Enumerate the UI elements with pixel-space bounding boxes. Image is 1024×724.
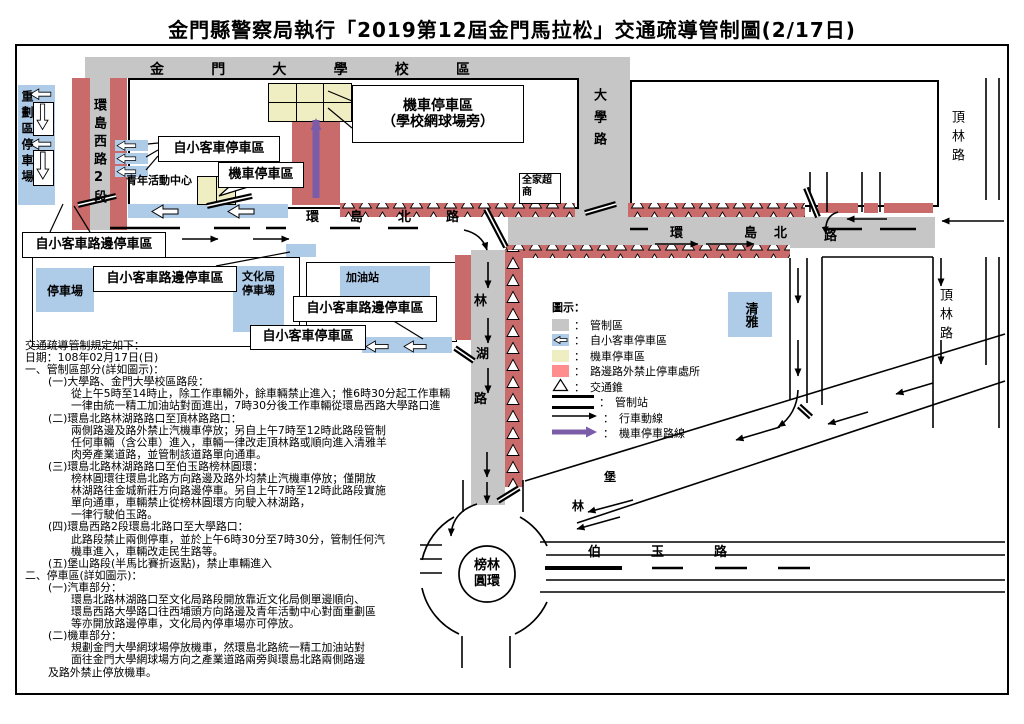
legend-item-car-parking: ：自小客車停車區: [552, 333, 700, 349]
control-station-icon: [552, 395, 594, 410]
parking-lot-label: 停車場: [46, 283, 83, 298]
noparking-segment: [818, 203, 858, 213]
rules-line: 面往金門大學網球場方向之產業道路兩旁與環島北路兩側路邊: [71, 653, 366, 667]
rules-line: 一律由統一精工加油站對面進出，7時30分後工作車輛從環島西路大學路口進: [71, 399, 441, 413]
hdb-east-char: 北: [774, 226, 788, 241]
tennis-court-moto-parking-grid: [268, 83, 352, 122]
roundabout-name: 榜林 圓環: [473, 558, 500, 589]
linhu-road: [471, 250, 505, 505]
noparking-segment: [884, 203, 933, 213]
hdb-east-char: 環: [670, 226, 684, 241]
label-car-parking-zone-2: 自小客車停車區: [250, 325, 366, 350]
rules-line: (五)堡山路段(半馬比賽折返點)，禁止車輛進入: [48, 556, 272, 570]
campus-inner-noparking-strip: [292, 112, 340, 205]
rules-line: (四)環島西路2段環島北路口至大學路口：: [48, 520, 249, 534]
hdb-west-char: 環: [306, 210, 320, 225]
car-parking-strip: [115, 140, 148, 151]
hdb-west-char: 島: [350, 210, 364, 225]
legend-item-traffic-cone: ：交通錐: [552, 378, 700, 395]
boyu-char: 玉: [651, 545, 665, 560]
rezoning-lane-box: [33, 150, 54, 186]
xihuan-west-noparking-strip: [72, 78, 90, 230]
hdb-west-char: 北: [398, 210, 412, 225]
northeast-block: [630, 80, 939, 207]
lin-char: 林: [572, 499, 585, 513]
hdb-east-char: 路: [824, 229, 838, 244]
label-car-parking-zone: 自小客車停車區: [158, 136, 280, 162]
rules-line: 兩側路邊及路外禁止汽機車停放；另自上午7時至12時此路段管制: [71, 423, 386, 437]
label-roadside-parking-1: 自小客車路邊停車區: [22, 232, 166, 258]
youth-center-name: 青年活動中心: [126, 174, 192, 187]
cultural-bureau-parking-area: 文化局 停車場: [233, 266, 284, 332]
rezoning-lane-box: [33, 102, 54, 136]
traffic-flow-icon: [552, 411, 598, 424]
bao-char: 堡: [604, 470, 617, 484]
legend: 圖示： ：管制區 ：自小客車停車區 ：機車停車區 ：路邊路外禁止停車處所 ：交通…: [552, 299, 700, 441]
label-moto-parking-zone: 機車停車區: [218, 162, 304, 188]
legend-item-control-zone: ：管制區: [552, 317, 700, 333]
cultural-bureau-label-line1: 文化局: [242, 270, 275, 283]
linhu-west-noparking-strip: [455, 255, 471, 340]
legend-item-moto-parking: ：機車停車區: [552, 348, 700, 364]
car-parking-strip: [115, 153, 148, 164]
huandao-north-road-east: [508, 217, 935, 248]
rezoning-parking-name: 重劃區停車場: [20, 90, 34, 186]
linhu-char: 林: [474, 294, 488, 309]
page-title: 金門縣警察局執行「2019第12屆金門馬拉松」交通疏導管制圖(2/17日): [168, 18, 856, 42]
linhu-char: 路: [474, 392, 488, 407]
cultural-bureau-label-line2: 停車場: [242, 284, 275, 298]
gas-station-area: 加油站: [340, 266, 430, 300]
noparking-segment: [864, 203, 878, 213]
legend-item-traffic-flow: ：行車動線: [552, 410, 700, 426]
roadside-parking-strip: [128, 204, 288, 218]
dinglin-road-name-bottom: 頂林路: [937, 288, 952, 345]
qingya-label: 清雅: [742, 301, 758, 328]
moto-route-icon: [552, 426, 598, 441]
rules-line: 及路外禁止停放機車。: [48, 665, 157, 679]
rules-line: (二)環島北路林湖路路口至頂林路路口：: [48, 411, 242, 425]
traffic-cone-icon: [552, 378, 569, 395]
hdb-east-char: 島: [744, 226, 758, 241]
rules-line: 機車進入，車輛改走民生路等。: [71, 544, 224, 558]
qingya-area: 清雅: [728, 292, 772, 337]
moto-parking-swatch: [552, 349, 569, 362]
roadside-parking-strip-small: [286, 244, 316, 257]
legend-item-control-station: ：管制站: [552, 395, 700, 411]
daxue-road-name: 大學路: [591, 88, 606, 154]
label-roadside-parking-3: 自小客車路邊停車區: [293, 296, 437, 322]
control-zone-swatch: [552, 318, 569, 331]
hdb-west-char: 路: [446, 210, 460, 225]
gas-station-label: 加油站: [346, 271, 379, 284]
rules-line: 此路段禁止兩側停車，並於上午6時30分至7時30分，管制任何汽: [71, 532, 385, 546]
dinglin-road-name-top: 頂林路: [949, 110, 964, 167]
legend-item-no-parking: ：路邊路外禁止停車處所: [552, 364, 700, 380]
no-parking-swatch: [552, 365, 569, 378]
boyu-char: 伯: [588, 545, 602, 560]
legend-item-moto-route: ：機車停車路線: [552, 426, 700, 442]
linhu-char: 湖: [476, 347, 490, 362]
xihuan2-road-name: 環島西路2段: [91, 98, 106, 208]
car-parking-swatch: [552, 334, 569, 347]
label-roadside-parking-2: 自小客車路邊停車區: [93, 266, 237, 292]
parking-lot-area: 停車場: [36, 268, 94, 312]
legend-title: 圖示：: [552, 301, 585, 314]
campus-bar-name: 金 門 大 學 校 區: [150, 62, 470, 78]
boyu-char: 路: [714, 545, 728, 560]
label-moto-parking-tennis-court: 機車停車區 （學校網球場旁）: [352, 85, 524, 143]
family-mart-box: 全家超商: [519, 173, 561, 204]
traffic-rules-text: 交通疏導管制規定如下：日期：108年02月17日(日)一、管制區部分(詳如圖示)…: [25, 339, 450, 679]
